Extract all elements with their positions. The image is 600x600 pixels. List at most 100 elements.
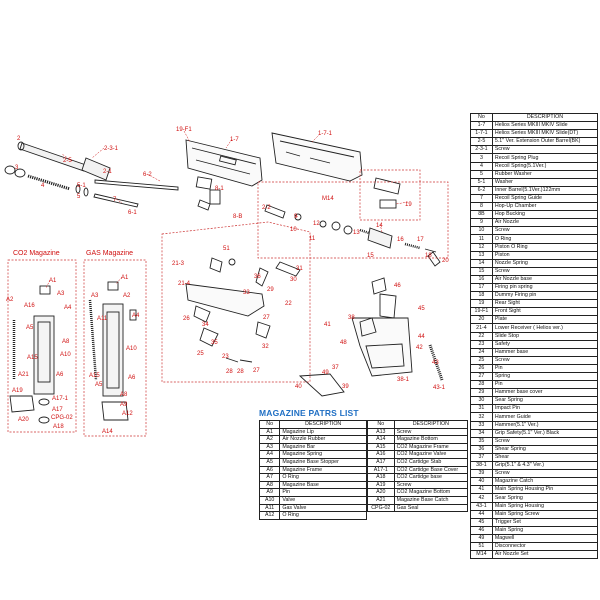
- part-number-cell: 30: [470, 396, 493, 406]
- part-callout-label: 19: [405, 202, 412, 208]
- part-number-cell: 43-1: [470, 501, 493, 511]
- part-description-cell: Rear Sight: [491, 299, 599, 309]
- part-callout-label: 33: [243, 290, 250, 296]
- part-number-cell: 12: [470, 242, 493, 252]
- part-number-cell: 40: [470, 477, 493, 487]
- part-number-cell: 41: [470, 485, 493, 495]
- part-number-cell: 5-1: [470, 177, 493, 187]
- part-number-cell: 16: [470, 274, 493, 284]
- part-callout-label: 29: [267, 287, 274, 293]
- part-number-cell: 20: [470, 315, 493, 325]
- part-description-cell: Magazine Bar: [279, 442, 367, 452]
- part-description-cell: Screw: [491, 469, 599, 479]
- part-description-cell: Sear Spring: [491, 396, 599, 406]
- part-callout-label: A4: [64, 305, 72, 311]
- part-number-cell: 17: [470, 282, 493, 293]
- part-callout-label: A17: [52, 407, 63, 413]
- part-callout-label: A21: [18, 372, 29, 378]
- part-callout-label: A15: [27, 355, 38, 361]
- part-number-cell: 1-7: [470, 121, 493, 131]
- part-callout-label: 34: [202, 322, 209, 328]
- part-description-cell: Sear Spring: [491, 493, 599, 503]
- part-description-cell: Air Nozzle Rubber: [279, 435, 367, 444]
- part-description-cell: CO2 Cartidge Base Cover: [393, 465, 469, 475]
- part-description-cell: Disconnector: [491, 541, 599, 552]
- part-description-cell: Screw: [491, 436, 599, 446]
- column-header-description: DESCRIPTION: [393, 420, 469, 429]
- part-description-cell: Spring: [491, 371, 599, 382]
- part-description-cell: O Ring: [279, 511, 367, 520]
- part-number-cell: 14: [470, 258, 493, 268]
- slide-drawing: [185, 139, 263, 187]
- part-callout-label: 8-1: [215, 186, 224, 192]
- part-number-cell: A6: [258, 465, 281, 475]
- part-callout-label: A17-1: [52, 396, 69, 402]
- part-callout-label: 22: [285, 301, 292, 307]
- outer-barrel-drawing: [17, 141, 111, 181]
- co2-magazine-box: [7, 259, 77, 433]
- part-description-cell: 5.1" Ver. Extension Outer Barrel(BK): [491, 137, 599, 147]
- part-number-cell: 26: [470, 363, 493, 374]
- part-number-cell: 2-3-1: [470, 145, 493, 155]
- part-description-cell: Helios Series MKIII MKIV Slide: [491, 121, 599, 131]
- part-number-cell: A13: [367, 427, 395, 437]
- part-callout-label: A1: [121, 275, 129, 281]
- part-callout-label: M14: [322, 196, 334, 202]
- part-callout-label: 20: [442, 258, 449, 264]
- part-callout-label: A8: [62, 339, 70, 345]
- part-callout-label: 38-1: [397, 377, 410, 383]
- hop-up-chamber-drawing: [195, 176, 221, 211]
- part-description-cell: Magazine Frame: [279, 465, 367, 475]
- part-callout-label: 45: [418, 306, 425, 312]
- recoil-spring-drawing: [27, 174, 71, 191]
- part-number-cell: A14: [367, 435, 395, 444]
- part-callout-label: 11: [309, 236, 316, 242]
- part-callout-label: 3: [15, 165, 19, 171]
- part-number-cell: A17: [367, 457, 395, 467]
- part-number-cell: A16: [367, 450, 395, 459]
- part-number-cell: M14: [470, 550, 493, 560]
- part-callout-label: A6: [56, 372, 64, 378]
- part-number-cell: 36: [470, 444, 493, 454]
- part-number-cell: 1-7-1: [470, 129, 493, 139]
- part-callout-label: A10: [126, 346, 137, 352]
- part-callout-label: A16: [24, 303, 35, 309]
- gas-magazine-heading: GAS Magazine: [86, 250, 134, 257]
- part-callout-label: 43: [432, 360, 439, 366]
- part-description-cell: Pin: [491, 380, 599, 390]
- part-description-cell: Shear: [491, 452, 599, 463]
- part-callout-label: 2-5: [63, 158, 72, 164]
- part-description-cell: Air Nozzle base: [491, 274, 599, 284]
- part-number-cell: 19: [470, 299, 493, 309]
- part-number-cell: A12: [258, 511, 281, 520]
- part-callout-label: 48: [340, 340, 347, 346]
- part-callout-label: 5-1: [77, 183, 86, 189]
